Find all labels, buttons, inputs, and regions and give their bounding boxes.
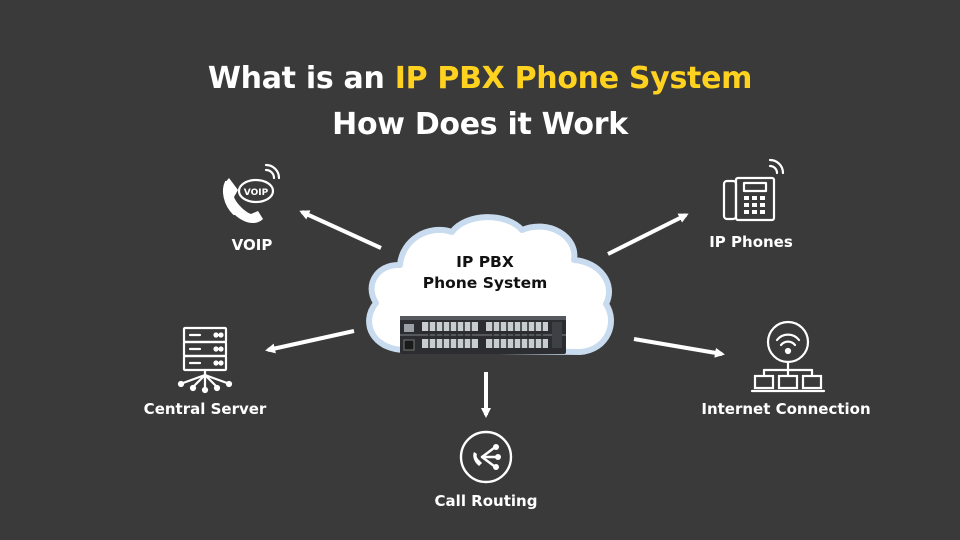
voip-badge-text: VOIP (244, 188, 269, 198)
cloud-label-line-2: Phone System (422, 274, 548, 292)
call-routing-icon (459, 430, 513, 484)
arrow-to-central-server (265, 329, 355, 354)
ip-phones-label: IP Phones (709, 233, 793, 251)
title-line-1: What is an IP PBX Phone System (0, 56, 960, 102)
server-icon (177, 326, 233, 394)
arrow-to-internet (633, 337, 725, 358)
voip-icon: VOIP (223, 163, 281, 224)
ip-phone-icon (722, 158, 785, 222)
arrow-to-voip (299, 210, 382, 250)
central-server-label: Central Server (143, 400, 267, 418)
title-line-2: How Does it Work (332, 107, 628, 142)
title-highlight: IP PBX Phone System (394, 61, 753, 96)
title-prefix: What is an (207, 61, 395, 96)
internet-connection-icon (750, 320, 826, 393)
cloud-label: IP PBX Phone System (423, 252, 548, 294)
pbx-device-icon (400, 316, 566, 354)
page-title: What is an IP PBX Phone System How Does … (0, 56, 960, 148)
cloud-label-line-1: IP PBX (456, 253, 514, 271)
call-routing-label: Call Routing (434, 492, 538, 510)
internet-connection-label: Internet Connection (701, 400, 871, 418)
arrow-to-ip-phones (607, 213, 689, 256)
voip-label: VOIP (231, 236, 273, 254)
